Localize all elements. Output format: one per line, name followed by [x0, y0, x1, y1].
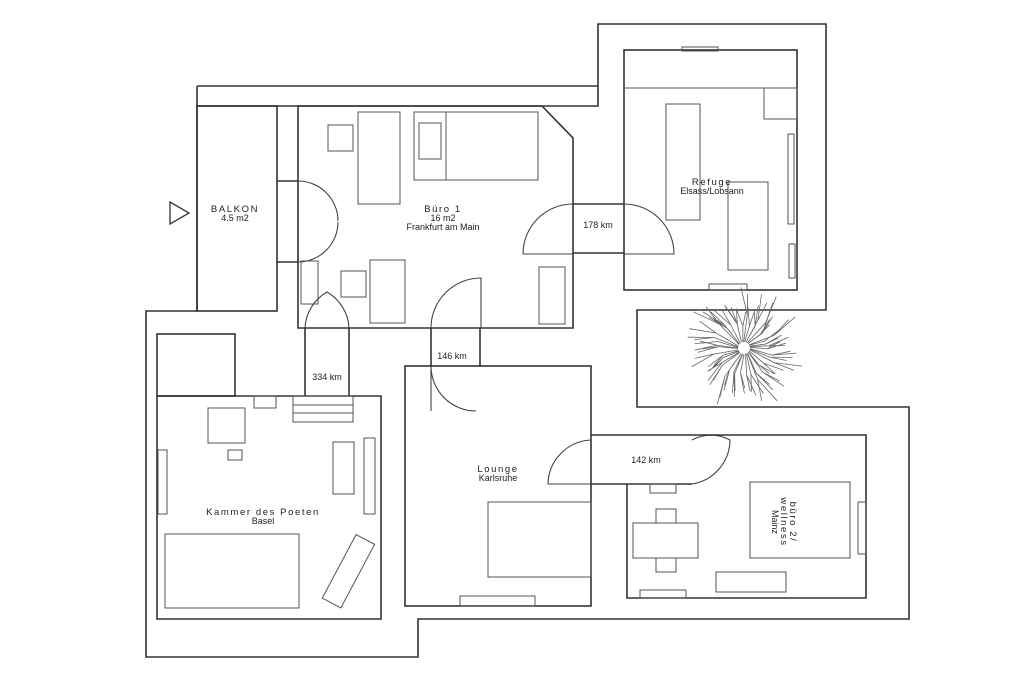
corridor-142-label: 142 km — [631, 455, 661, 465]
outer-walls — [145, 23, 910, 658]
tree-icon — [687, 287, 803, 405]
buero1-room: Büro 1 16 m2 Frankfurt am Main — [297, 105, 574, 329]
tree-branches — [687, 287, 803, 405]
kammer-label: Kammer des Poeten — [206, 507, 320, 518]
kammer-room: Kammer des Poeten Basel — [156, 333, 382, 620]
corridor-178-label: 178 km — [583, 220, 613, 230]
balkon-label: BALKON — [211, 204, 259, 215]
corridor-334: 334 km — [304, 291, 350, 396]
buero1-label: Büro 1 — [424, 204, 462, 215]
balkon-area: 4.5 m2 — [221, 213, 249, 223]
corridor-146-label: 146 km — [437, 351, 467, 361]
buero1-area: 16 m2 — [430, 213, 455, 223]
buero2-label: büro 2/ — [787, 502, 798, 543]
lounge-label: Lounge — [477, 464, 518, 475]
corridor-142: 142 km — [547, 434, 731, 485]
corridor-334-label: 334 km — [312, 372, 342, 382]
refuge-room: Refuge Elsass/Lobsann — [623, 46, 798, 291]
refuge-label: Refuge — [692, 177, 732, 188]
buero2-label-2: wellness — [778, 496, 789, 546]
buero2-city: Mainz — [770, 510, 780, 535]
lounge-city: Karlsruhe — [479, 473, 518, 483]
refuge-city: Elsass/Lobsann — [680, 186, 744, 196]
triangle-arrow-icon — [169, 200, 191, 226]
corridor-146: 146 km — [430, 277, 482, 412]
buero2-room: büro 2/ wellness Mainz — [626, 434, 867, 599]
lounge-room: Lounge Karlsruhe — [404, 365, 592, 607]
buero1-city: Frankfurt am Main — [406, 222, 479, 232]
kammer-city: Basel — [252, 516, 275, 526]
balkon-room: BALKON 4.5 m2 — [196, 105, 339, 312]
corridor-178: 178 km — [522, 203, 675, 255]
